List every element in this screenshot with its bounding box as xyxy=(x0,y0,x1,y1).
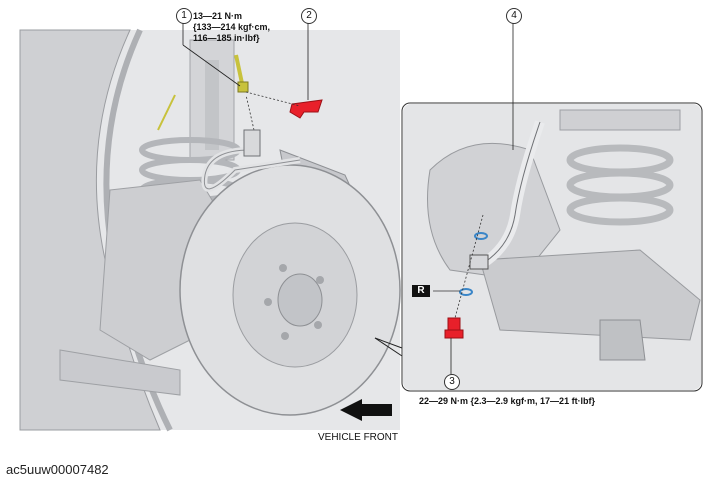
inset-illustration xyxy=(403,104,701,390)
callout-number-2: 2 xyxy=(301,8,317,24)
torque-spec-bolt: 13—21 N·m {133—214 kgf·cm, 116—185 in·lb… xyxy=(193,11,313,44)
brake-disc xyxy=(179,164,401,416)
torque-spec-bolt-line1: 13—21 N·m xyxy=(193,11,243,21)
hose-bracket xyxy=(289,99,323,119)
torque-spec-bolt-line3: 116—185 in·lbf} xyxy=(193,33,260,43)
upper-washer xyxy=(474,232,488,240)
torque-spec-bolt-line2: {133—214 kgf·cm, xyxy=(193,22,271,32)
union-bolt xyxy=(444,317,464,339)
callout-number-3: 3 xyxy=(444,374,460,390)
vehicle-front-arrow xyxy=(340,399,392,421)
torque-spec-union-bolt: 22—29 N·m {2.3—2.9 kgf·m, 17—21 ft·lbf} xyxy=(419,396,596,406)
callout-number-4: 4 xyxy=(506,8,522,24)
inset-pointer xyxy=(374,337,403,357)
image-id-caption: ac5uuw00007482 xyxy=(6,462,109,477)
callout-number-1: 1 xyxy=(176,8,192,24)
replace-badge: R xyxy=(412,285,430,297)
lower-washer xyxy=(459,288,473,296)
vehicle-front-label: VEHICLE FRONT xyxy=(318,432,399,443)
bracket-bolt xyxy=(157,54,249,131)
